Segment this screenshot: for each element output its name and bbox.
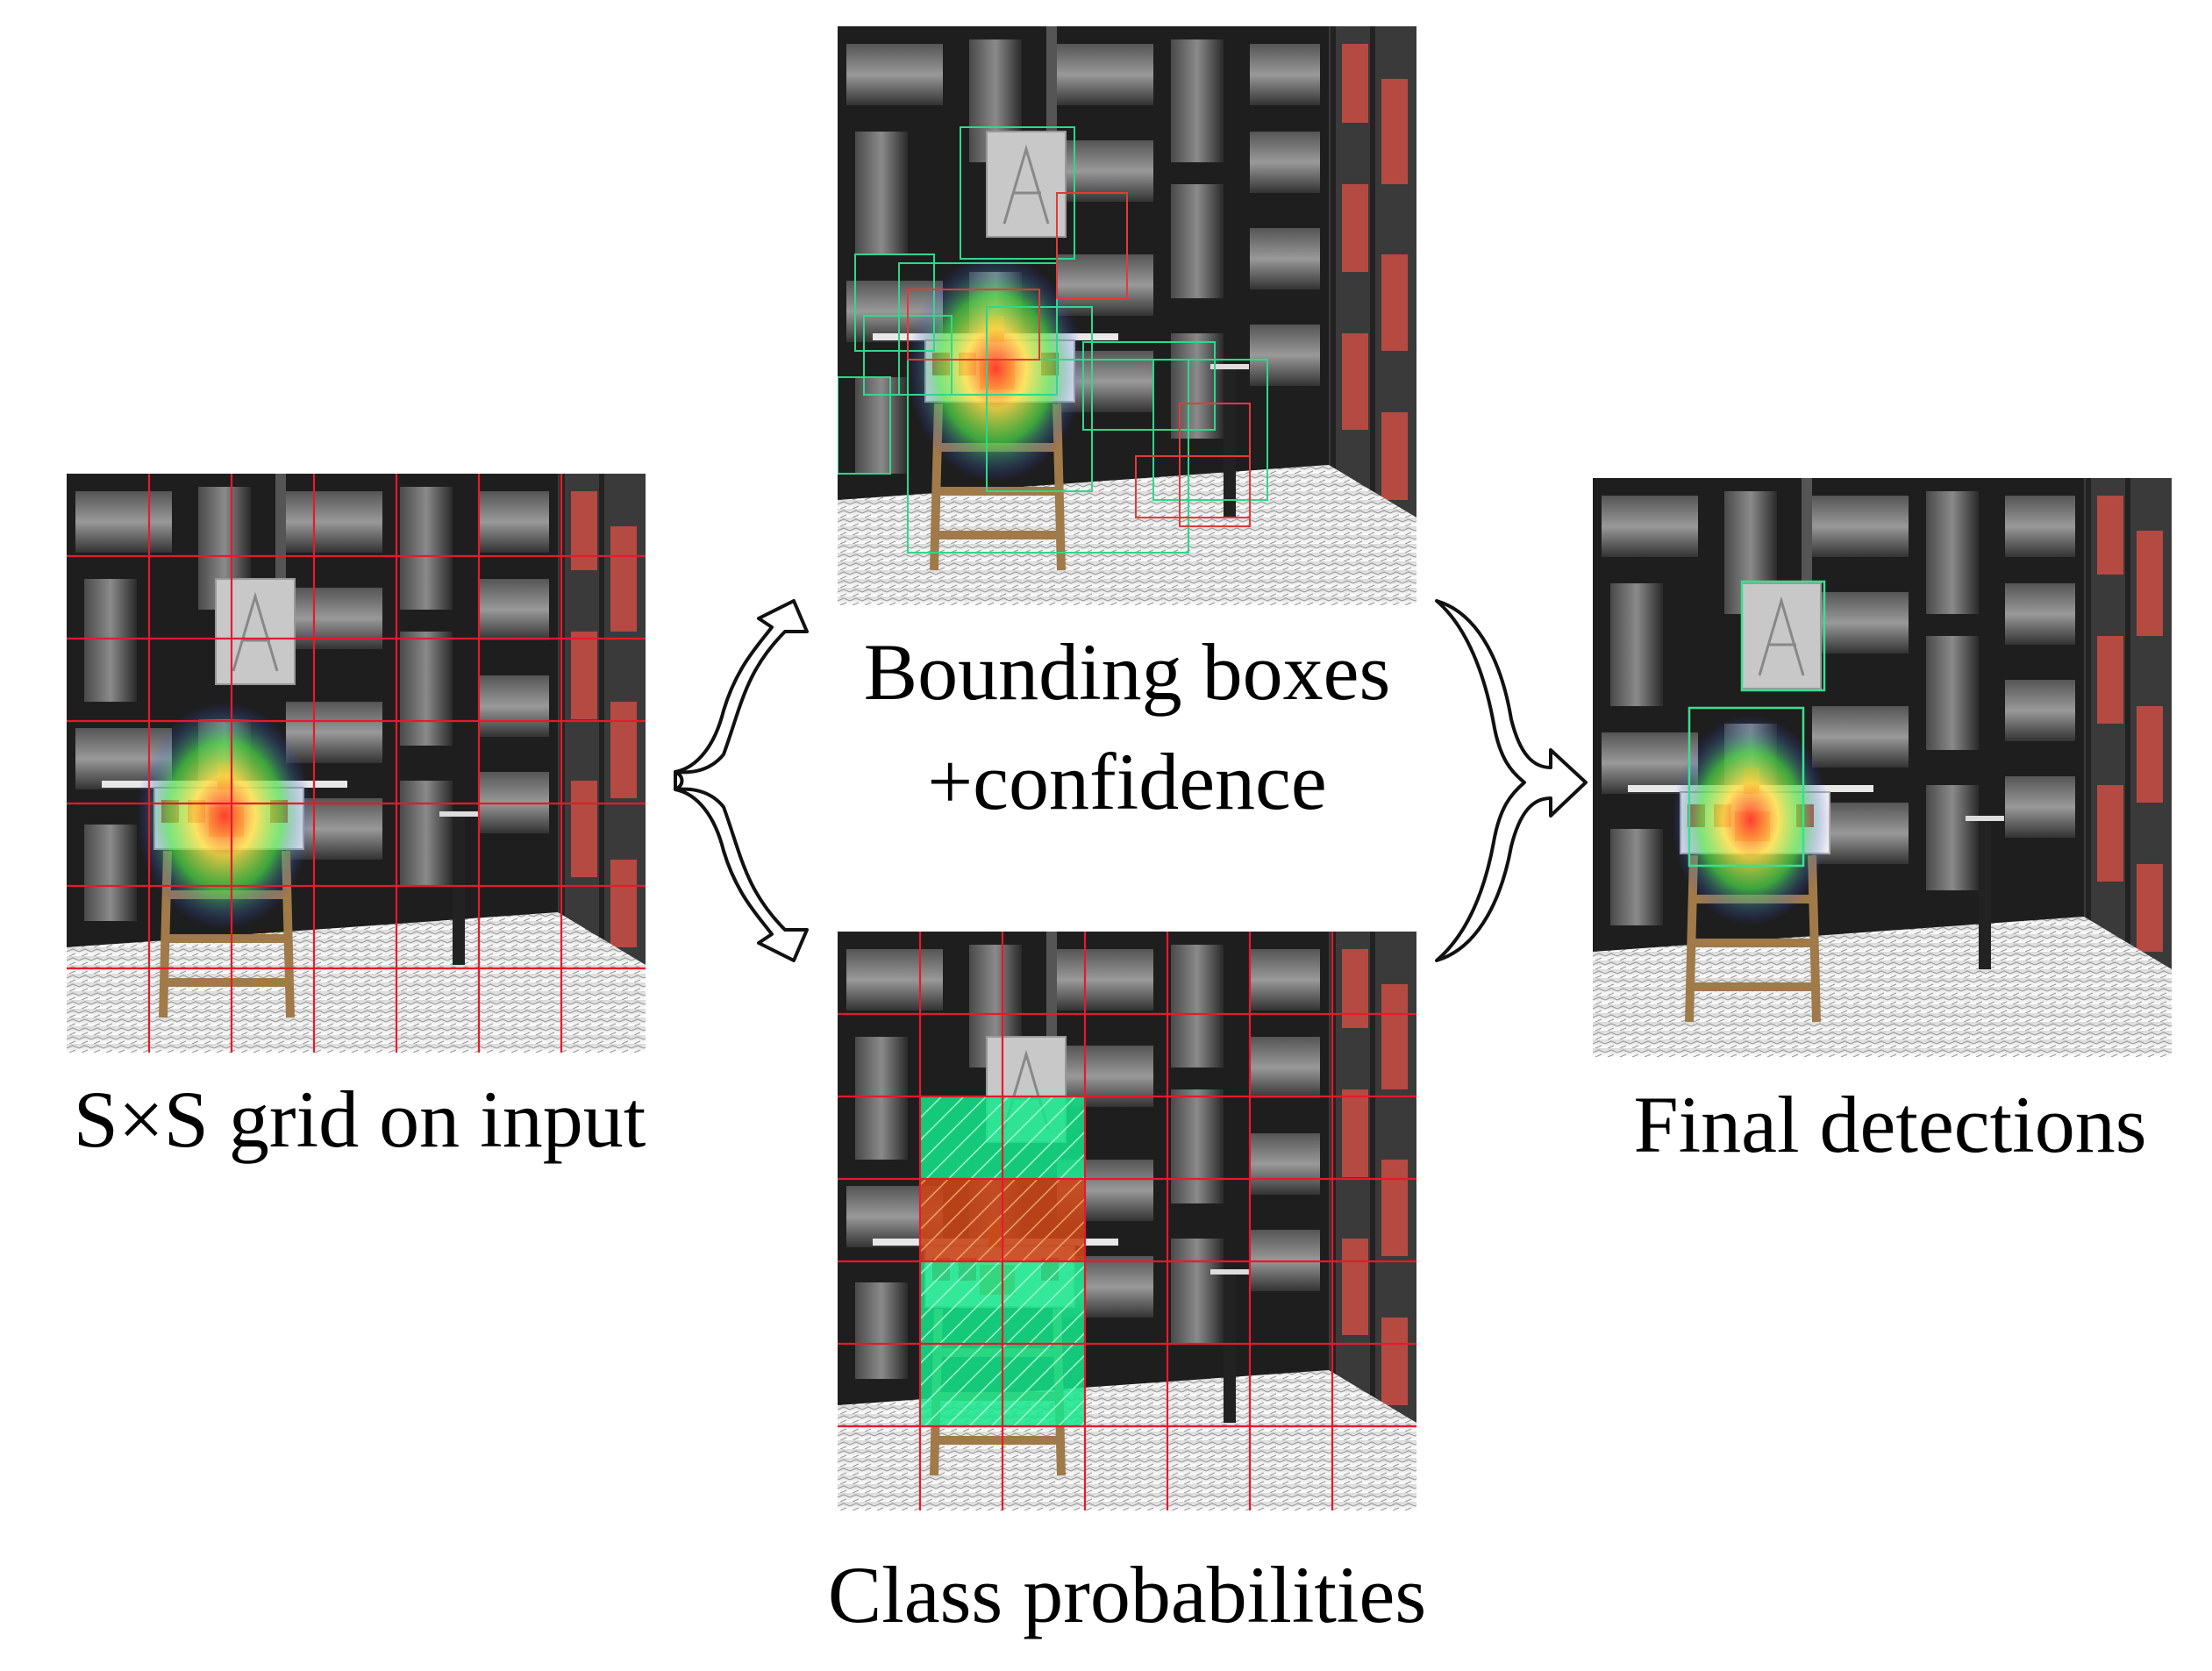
curved-merge-arrow-icon (1435, 599, 1588, 962)
grid-input-caption: S×S grid on input (73, 1075, 646, 1164)
bounding-boxes-caption-line1: Bounding boxes (863, 627, 1391, 717)
class-probabilities-image (838, 932, 1416, 1510)
grid-input-panel (67, 474, 646, 1053)
class-probabilities-caption: Class probabilities (827, 1550, 1427, 1639)
bounding-boxes-caption-line2: +confidence (927, 737, 1327, 826)
class-probabilities-panel (838, 932, 1416, 1510)
bounding-boxes-panel (838, 26, 1416, 605)
final-detections-image (1593, 478, 2172, 1057)
final-detections-caption: Final detections (1633, 1080, 2147, 1169)
bounding-boxes-image (838, 26, 1416, 605)
grid-input-image (67, 474, 646, 1053)
final-detections-panel (1593, 478, 2172, 1057)
curved-double-arrow-icon (674, 599, 809, 962)
